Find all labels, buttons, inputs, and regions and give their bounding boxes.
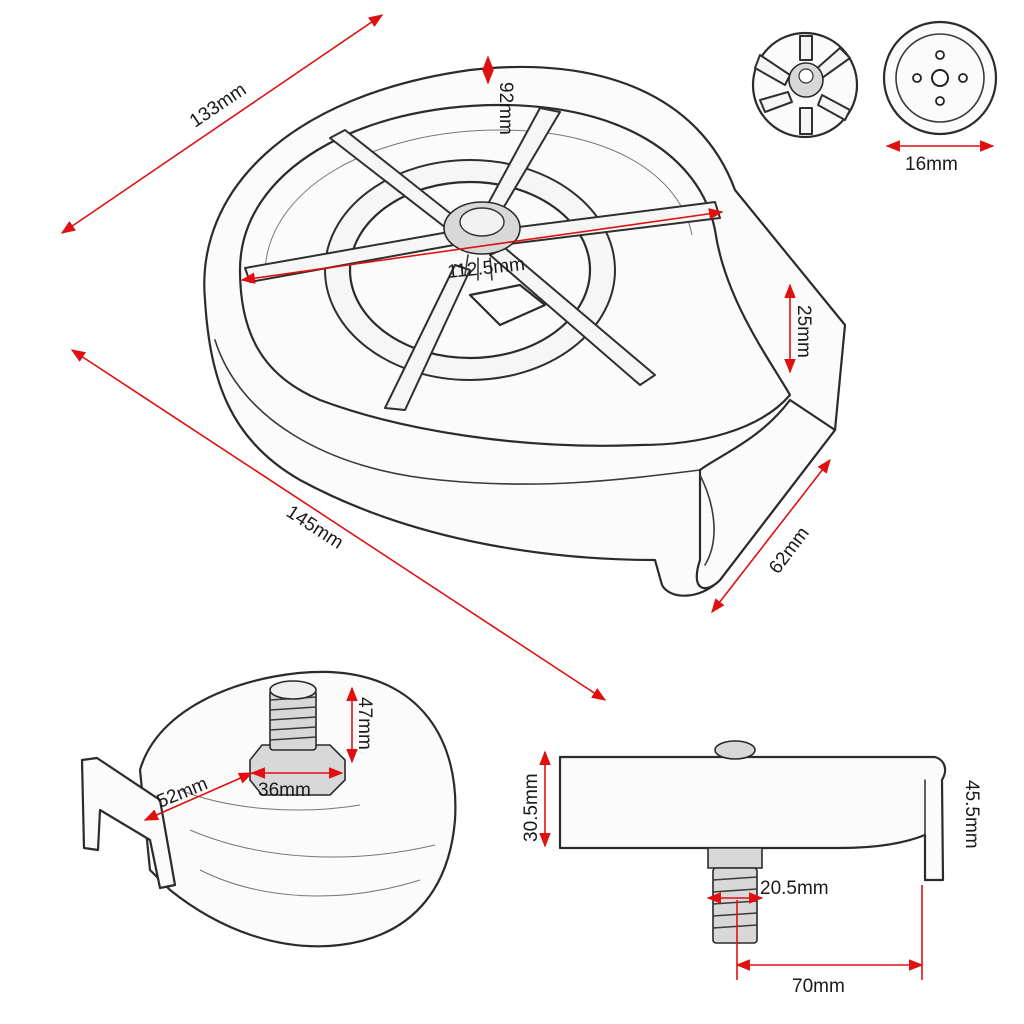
detail-nozzle [798,68,814,84]
nozzle-hole-bottom [935,96,945,106]
side-nozzle-cap [714,740,756,760]
label-92mm: 92mm [495,82,516,135]
spray-head-detail [751,31,859,139]
dim-line-52 [143,772,254,821]
detail-spoke-se [817,94,851,121]
label-47mm: 47mm [354,697,375,750]
detail-spoke-n [799,35,813,61]
dim-line-133 [60,14,384,234]
nozzle-hole-left [912,73,922,83]
label-36mm: 36mm [258,780,311,801]
underside-ridge-2 [189,829,436,858]
spray-nozzle-cap [459,207,505,237]
label-20-5mm: 20.5mm [760,878,829,899]
label-62mm: 62mm [765,523,814,578]
dim-line-145 [70,349,607,701]
dim-line-112-5 [240,208,724,284]
nozzle-hole-top [935,50,945,60]
drain-block [468,283,547,327]
dimension-lines [60,14,995,980]
nozzle-face-inner [895,33,985,123]
detail-spoke-sw [759,91,793,113]
underside-ridge-1 [199,869,421,897]
underside-flap [80,756,177,890]
bolt-top-face [269,680,317,700]
label-133mm: 133mm [186,79,250,132]
nozzle-hole-right [958,73,968,83]
detail-spoke-s [799,107,813,135]
label-45-5mm: 45.5mm [961,780,982,849]
label-16mm: 16mm [905,154,958,175]
nozzle-center-hole [931,69,949,87]
side-view [558,740,947,944]
label-30-5mm: 30.5mm [521,773,542,842]
side-bolt-thread [712,867,758,944]
underside-view [80,670,457,948]
dim-line-62 [711,458,831,614]
label-70mm: 70mm [792,976,845,997]
nozzle-face-detail [882,20,998,136]
side-nut [707,847,763,869]
label-25mm: 25mm [793,305,814,358]
detail-spoke-nw [754,54,791,86]
